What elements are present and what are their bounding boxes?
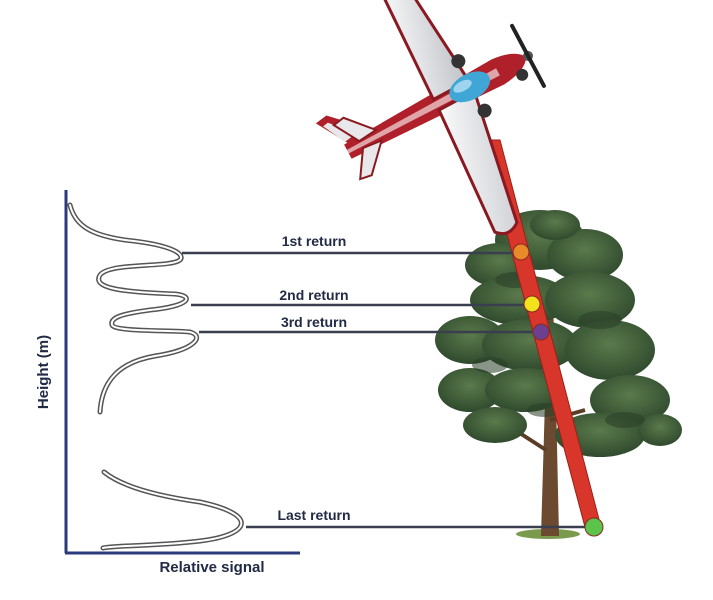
label-last-return: Last return (277, 507, 350, 523)
marker-first-return (512, 243, 530, 261)
return-leader-lines (182, 251, 594, 529)
marker-third-return (532, 323, 550, 341)
label-second-return: 2nd return (279, 287, 348, 303)
marker-last-return (584, 517, 604, 537)
return-markers (512, 243, 604, 537)
label-first-return: 1st return (282, 233, 347, 249)
x-axis-label: Relative signal (159, 559, 264, 576)
label-third-return: 3rd return (281, 314, 347, 330)
marker-second-return (523, 295, 541, 313)
pine-tree-icon (435, 210, 682, 539)
waveform-upper (67, 202, 199, 415)
y-axis-label: Height (m) (35, 335, 52, 409)
airplane-icon (315, 0, 546, 236)
waveform-lower (100, 469, 244, 551)
